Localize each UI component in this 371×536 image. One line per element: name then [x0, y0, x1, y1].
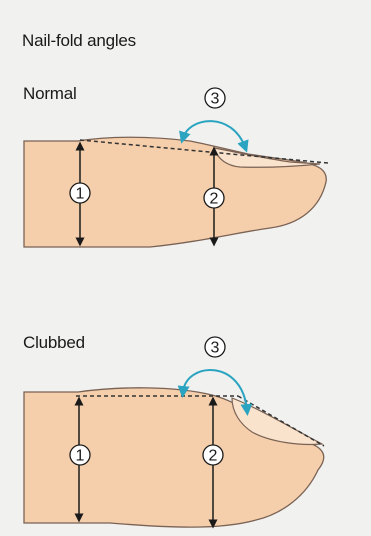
svg-text:2: 2 — [209, 448, 218, 465]
normal-finger-body — [24, 137, 326, 247]
normal-marker-2: 2 — [204, 188, 224, 208]
clubbed-marker-3: 3 — [205, 337, 225, 357]
svg-text:1: 1 — [76, 448, 85, 465]
svg-text:1: 1 — [76, 186, 85, 203]
svg-text:2: 2 — [210, 191, 219, 208]
normal-nail — [214, 148, 320, 167]
clubbed-finger-body — [24, 388, 324, 527]
normal-marker-1: 1 — [70, 183, 90, 203]
svg-text:3: 3 — [211, 91, 220, 108]
clubbed-marker-2: 2 — [203, 445, 223, 465]
clubbed-marker-1: 1 — [70, 445, 90, 465]
svg-text:3: 3 — [211, 340, 220, 357]
normal-marker-3: 3 — [205, 88, 225, 108]
clubbed-finger: 1 2 3 — [24, 337, 324, 527]
normal-finger: 1 2 3 — [24, 88, 328, 247]
